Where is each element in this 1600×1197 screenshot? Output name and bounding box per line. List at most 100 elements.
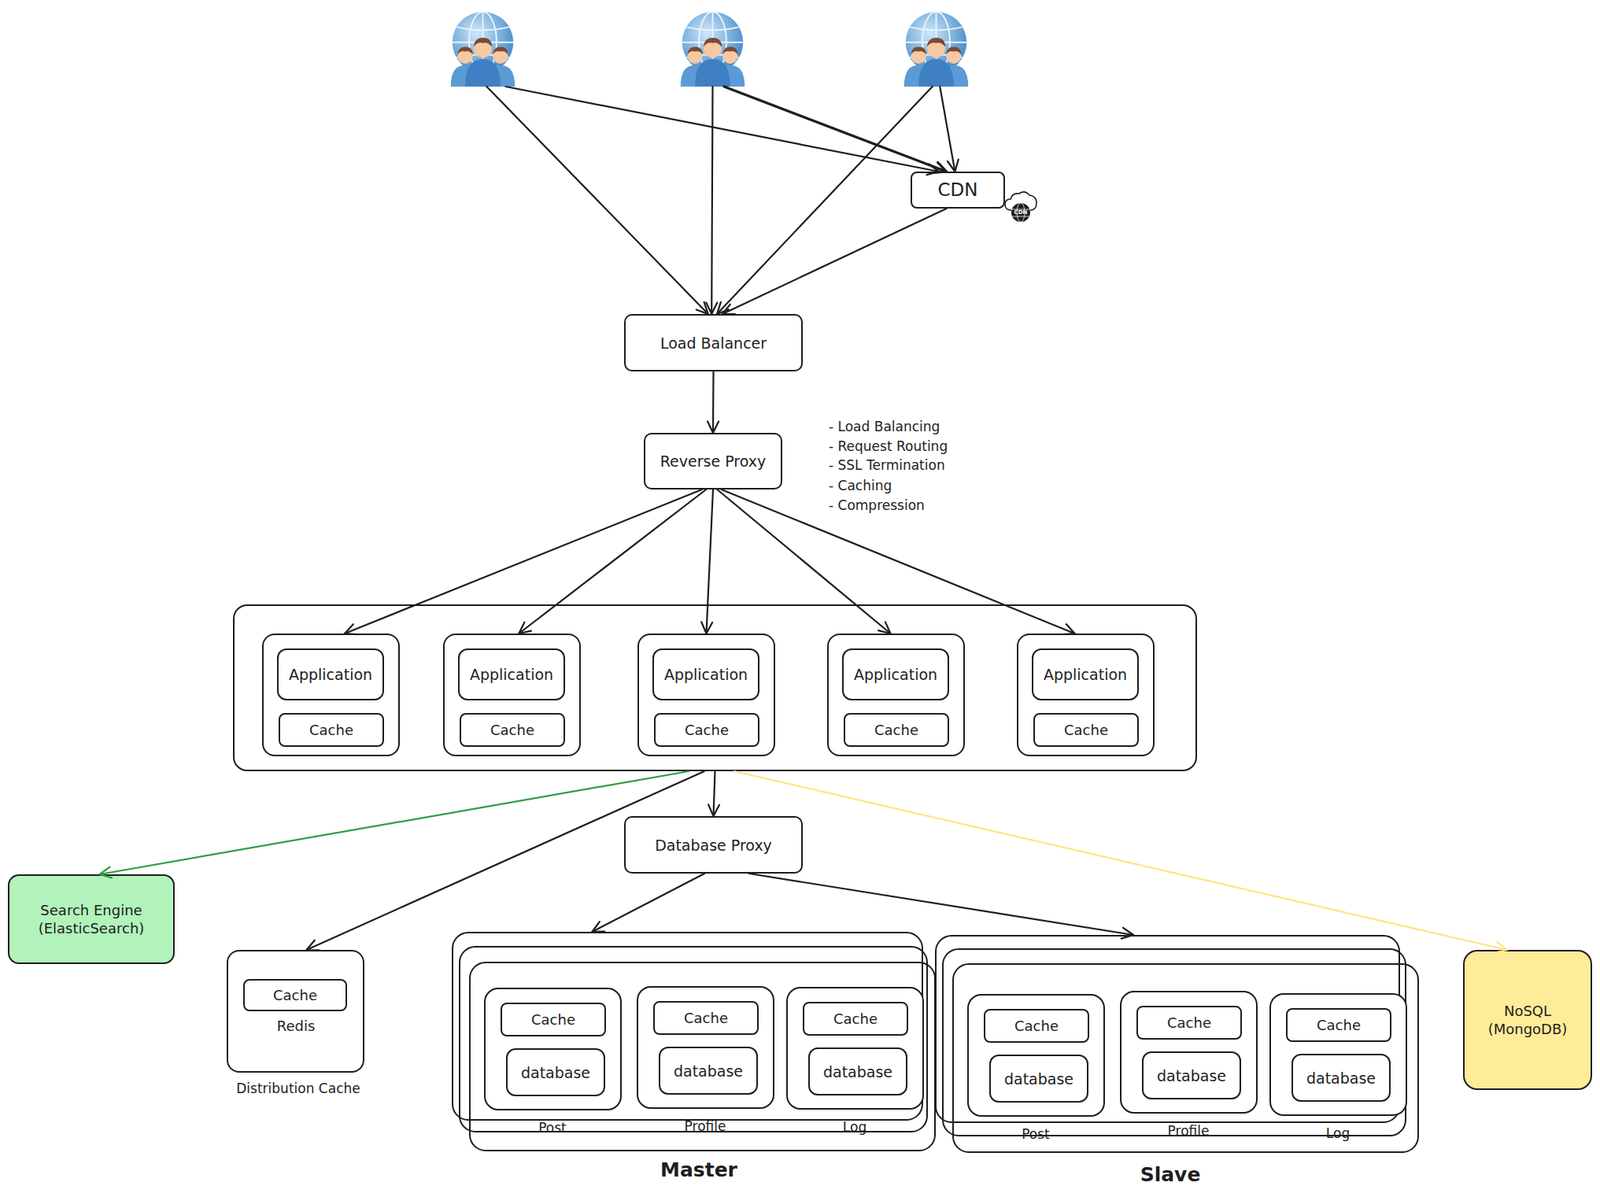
connector-line [721, 489, 1076, 634]
arrow-connector [721, 489, 1076, 635]
database-box: database [989, 1054, 1089, 1103]
icon-caption: CDN [1014, 209, 1028, 216]
database-shard: ProfileCachedatabase [636, 986, 775, 1109]
database-shard: PostCachedatabase [967, 993, 1105, 1117]
node-text: Cache [273, 986, 318, 1005]
node-text: Log [842, 1118, 867, 1136]
load-balancer-box: Load Balancer [624, 314, 803, 372]
node-text: Application [853, 665, 938, 685]
node-text: database [1004, 1068, 1074, 1089]
frame-outline [459, 946, 928, 1132]
arrow-connector [722, 208, 947, 315]
database-box: database [658, 1046, 758, 1095]
arrow-connector [707, 371, 719, 433]
arrow-head [947, 159, 959, 172]
cache-box: Cache [1136, 1005, 1242, 1040]
arrow-head [306, 940, 320, 951]
connector-line [706, 489, 714, 634]
arrow-connector [734, 771, 1508, 954]
node-text: Application [1043, 665, 1128, 685]
node-text: Profile [684, 1117, 727, 1135]
arrow-connector [705, 86, 717, 315]
connector-line [518, 489, 706, 634]
arrow-head [878, 621, 891, 634]
frame-outline [953, 964, 1419, 1153]
cache-box: Cache [843, 713, 950, 747]
connector-line [712, 371, 715, 433]
users-globe-icon [674, 10, 751, 87]
node-text: Search Engine (ElasticSearch) [20, 901, 163, 939]
database-shard: LogCachedatabase [786, 986, 924, 1110]
connector-line [734, 771, 1508, 950]
database-box: database [1141, 1051, 1242, 1100]
arrow-head [722, 304, 736, 315]
connector-line [749, 873, 1134, 935]
node-text: Application [469, 665, 554, 685]
slave-group: SlavePostCachedatabaseProfileCachedataba… [934, 934, 1419, 1153]
arrow-head [934, 162, 947, 173]
node-text: CDN [938, 178, 979, 203]
database-box: database [1291, 1053, 1391, 1102]
database-shard: LogCachedatabase [1269, 993, 1408, 1116]
node-text: Distribution Cache [236, 1079, 360, 1098]
node-text: Cache [683, 1008, 728, 1028]
feature-note: - Compression [828, 497, 925, 514]
users-globe-icon [897, 10, 975, 87]
connector-line [711, 86, 713, 315]
arrow-connector [724, 86, 947, 173]
node-text: database [521, 1062, 591, 1083]
connector-line [724, 86, 947, 172]
database-shard: ProfileCachedatabase [1119, 990, 1258, 1114]
node-text: Log [1326, 1124, 1350, 1142]
arrow-head [716, 302, 729, 315]
connector-line [716, 489, 891, 634]
feature-note: - Caching [828, 477, 892, 494]
node-text: Master [660, 1157, 738, 1184]
connector-line [939, 86, 955, 172]
arrow-head [707, 421, 719, 434]
connector-line [722, 208, 947, 315]
nosql-box: NoSQL (MongoDB) [1463, 949, 1593, 1091]
arrow-head [708, 804, 720, 817]
node-text: Application [288, 665, 373, 685]
connector-line [486, 86, 708, 315]
arrow-connector [306, 771, 706, 950]
user-group-icon [897, 10, 975, 87]
node-text: database [673, 1060, 743, 1081]
node-text: Redis [277, 1016, 316, 1035]
frame-outline [469, 962, 935, 1151]
master-group: MasterPostCachedatabaseProfileCachedatab… [451, 931, 936, 1152]
arrow-head [1121, 927, 1134, 939]
node-text: Post [538, 1119, 567, 1137]
cache-box: Cache [654, 713, 760, 747]
app-cluster: ApplicationCacheApplicationCacheApplicat… [232, 604, 1198, 772]
node-text: Cache [531, 1010, 576, 1029]
node-text: Cache [1014, 1016, 1059, 1035]
application-box: Application [277, 648, 385, 701]
feature-note: - SSL Termination [828, 457, 946, 473]
globe-badge [1011, 203, 1031, 222]
app-server: ApplicationCache [1016, 633, 1155, 757]
arrow-head [1494, 942, 1508, 954]
application-box: Application [842, 648, 950, 701]
user-group-icon [444, 10, 522, 87]
arrow-connector [716, 489, 891, 634]
database-box: database [506, 1048, 606, 1097]
node-text: Cache [833, 1009, 878, 1028]
arrow-head [696, 302, 709, 315]
application-box: Application [652, 648, 760, 701]
node-text: Cache [684, 720, 729, 740]
node-text: Cache [309, 720, 354, 740]
arrow-head [701, 621, 713, 634]
globe-grid [1011, 203, 1031, 222]
arrow-head [927, 163, 940, 175]
cache-box: Cache [459, 713, 566, 747]
redis-box: RedisDistribution CacheCache [226, 949, 365, 1073]
arrow-connector [506, 86, 939, 175]
application-box: Application [458, 648, 566, 701]
node-text: Cache [1064, 720, 1109, 740]
cdn-box: CDN [910, 171, 1006, 209]
arrow-connector [749, 873, 1134, 939]
node-text: database [1156, 1065, 1227, 1086]
arrow-head [99, 867, 112, 879]
